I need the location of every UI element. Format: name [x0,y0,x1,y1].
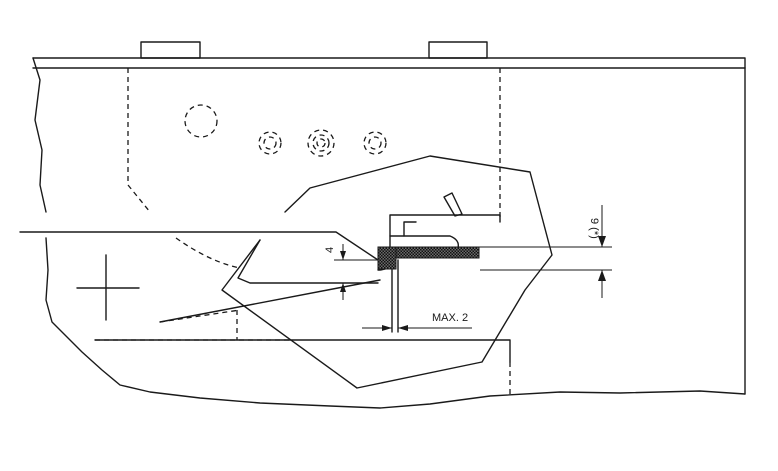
dim-vertical-label: 9 (*) [588,218,600,239]
dimension-small [334,244,378,300]
top-plate [32,41,746,69]
hole-group [258,129,387,157]
bracket-outline [94,155,553,389]
hatched-block [377,246,397,270]
hidden-lines [95,68,511,394]
dim-max-label: MAX. 2 [432,312,468,324]
part-outline [32,57,746,409]
clip-detail [19,192,501,333]
dimension-max [362,325,472,331]
hole-large [184,104,218,138]
cross-mark [76,254,140,321]
dim-small-label: 4 [324,247,336,253]
dimension-vertical [478,205,612,298]
